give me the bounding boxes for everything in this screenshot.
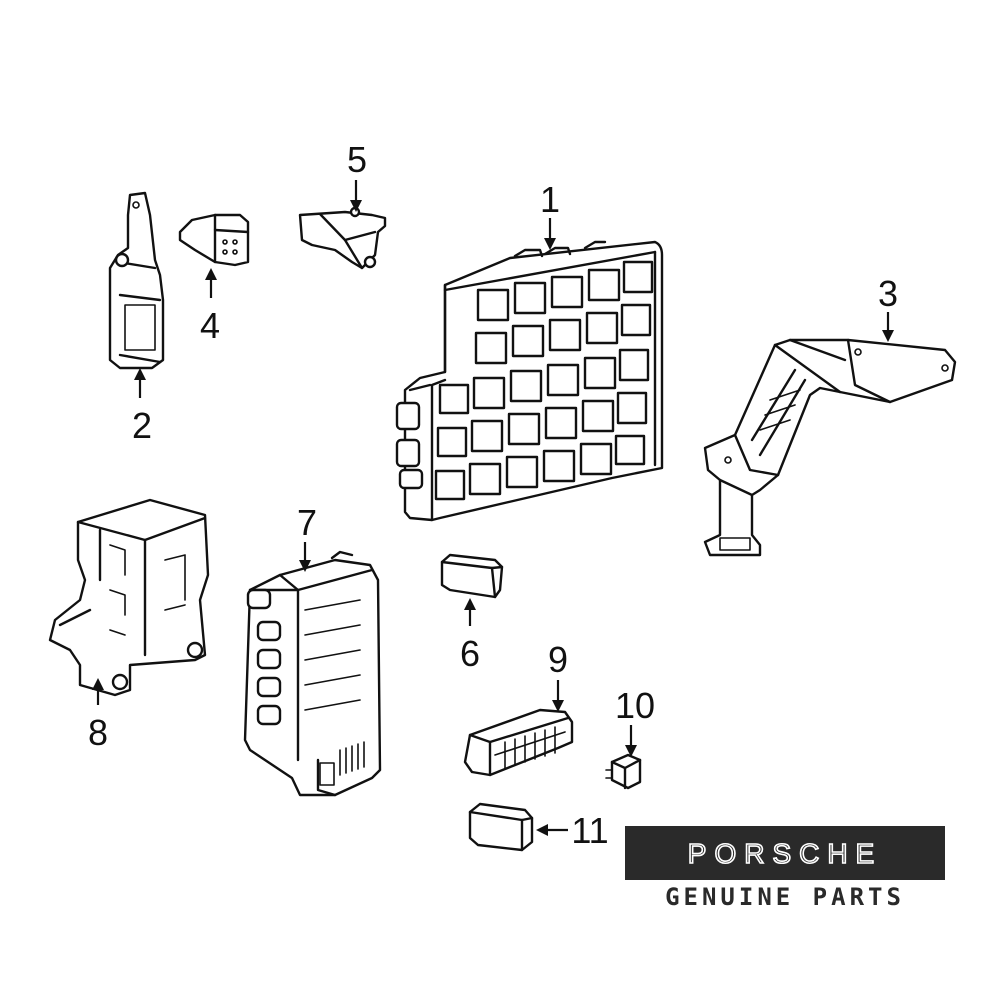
callout-leaders <box>92 180 894 836</box>
callout-11: 11 <box>571 810 608 851</box>
logo-brand-text: PORSCHE <box>688 838 882 869</box>
part-1-relay-carrier[interactable] <box>395 240 664 522</box>
part-11-cover[interactable] <box>468 802 534 852</box>
part-7-fuse-box-housing[interactable] <box>243 550 382 797</box>
callout-3: 3 <box>878 273 898 314</box>
callout-2: 2 <box>132 405 152 446</box>
callout-4: 4 <box>200 305 220 346</box>
logo-tagline: GENUINE PARTS <box>625 880 945 914</box>
part-6-relay[interactable] <box>440 553 504 599</box>
porsche-logo-box: PORSCHE <box>625 826 945 880</box>
part-3-support-arm[interactable] <box>703 338 957 557</box>
part-9-fuse-strip[interactable] <box>463 708 574 777</box>
callout-9: 9 <box>548 639 568 680</box>
part-2-bracket[interactable] <box>108 191 165 370</box>
callout-5: 5 <box>347 139 367 180</box>
callout-6: 6 <box>460 633 480 674</box>
callout-7: 7 <box>297 502 317 543</box>
part-5-connector-clip[interactable] <box>298 206 387 270</box>
part-8-frame-bracket[interactable] <box>48 498 210 697</box>
porsche-wordmark: PORSCHE <box>687 837 882 870</box>
callout-10: 10 <box>615 685 655 726</box>
callout-1: 1 <box>540 179 560 220</box>
callout-numbers: 1 2 3 4 5 6 7 8 9 10 11 <box>88 139 898 851</box>
callout-8: 8 <box>88 712 108 753</box>
part-10-mini-fuse[interactable] <box>605 753 642 790</box>
part-4-clip[interactable] <box>178 213 250 267</box>
